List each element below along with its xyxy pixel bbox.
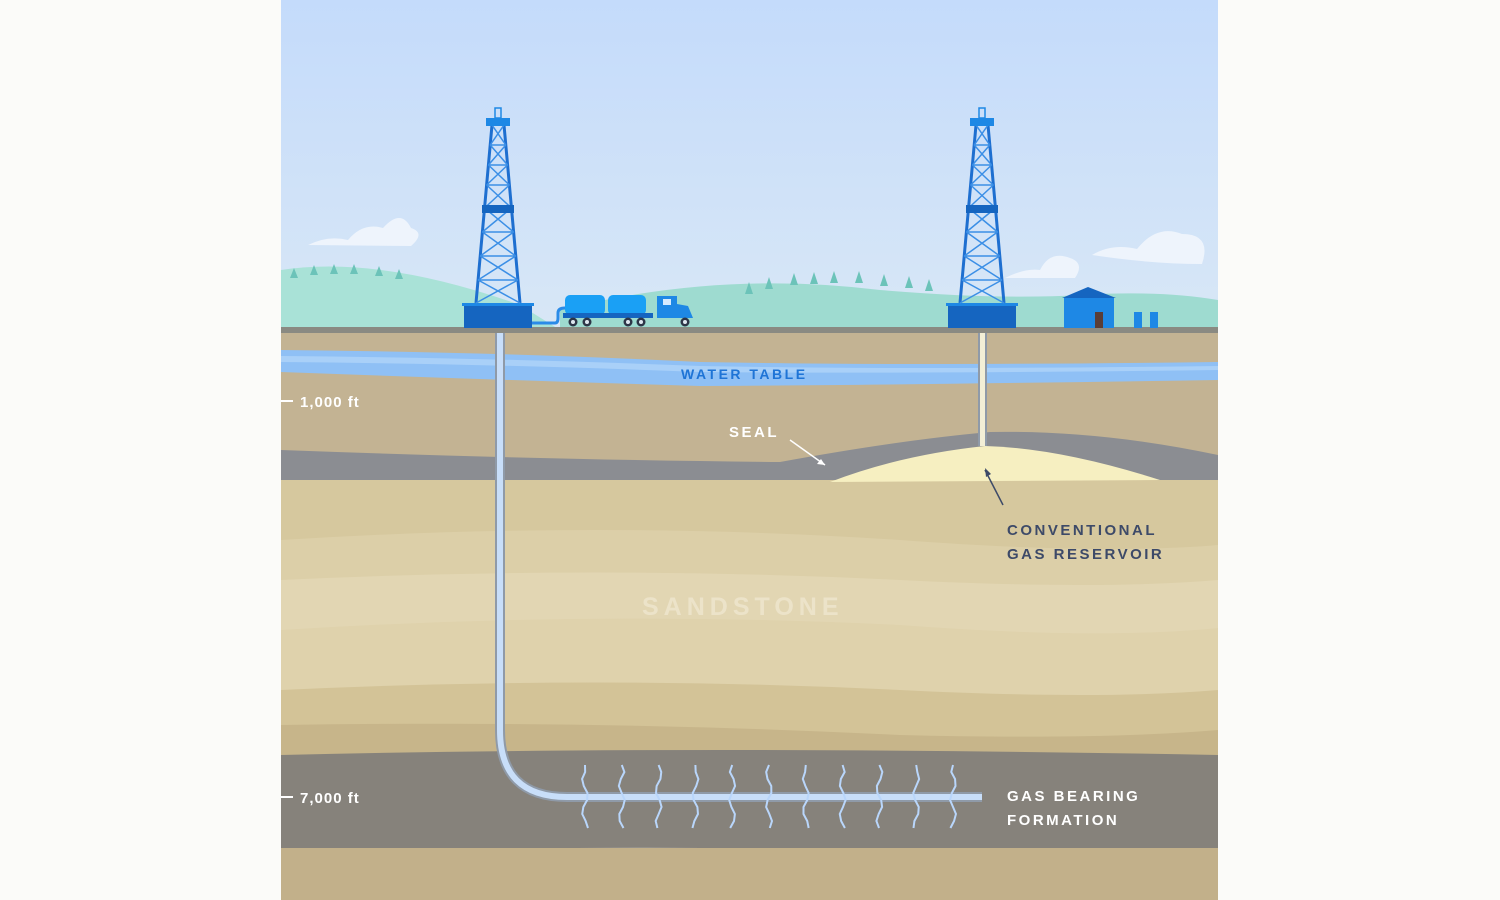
fracture	[875, 764, 884, 829]
conventional-reservoir-label-line2: GAS RESERVOIR	[1007, 546, 1164, 563]
fracture	[801, 764, 810, 829]
sandstone-label: SANDSTONE	[642, 593, 844, 621]
reservoir-arrow	[984, 469, 1004, 506]
fracture	[949, 764, 958, 829]
seal-label: SEAL	[729, 424, 779, 441]
depth-7000-label: 7,000 ft	[300, 790, 360, 807]
cloud	[308, 218, 1205, 278]
gas-bearing-label-line1: GAS BEARING	[1007, 788, 1140, 805]
fractures	[581, 764, 958, 829]
gas-bearing-label-line2: FORMATION	[1007, 812, 1119, 829]
fracture	[581, 764, 589, 829]
conventional-reservoir-label-line1: CONVENTIONAL	[1007, 522, 1157, 539]
fracture	[765, 764, 774, 829]
hills	[560, 283, 1218, 330]
horizontal-well-pipe	[495, 333, 982, 802]
barrels	[1134, 312, 1158, 328]
depth-tick	[281, 796, 293, 798]
fracture	[654, 764, 663, 829]
trees	[290, 264, 933, 294]
depth-tick	[281, 400, 293, 402]
storage-building	[1062, 287, 1116, 328]
fracture	[617, 764, 626, 829]
drilling-rig-left	[462, 107, 534, 328]
depth-1000-label: 1,000 ft	[300, 394, 360, 411]
tanker-truck	[563, 295, 693, 327]
fracture	[838, 764, 847, 829]
fracture	[691, 764, 700, 829]
reservoir-layer	[830, 446, 1160, 482]
drilling-rig-right	[946, 107, 1018, 328]
vertical-well-pipe	[978, 333, 987, 446]
fracture	[728, 764, 737, 829]
water-table-label: WATER TABLE	[681, 366, 808, 382]
ground-line	[281, 327, 1218, 333]
seal-arrow	[789, 439, 826, 466]
fracture	[912, 764, 921, 829]
hose	[532, 306, 566, 325]
bottom-layer	[281, 848, 1218, 900]
